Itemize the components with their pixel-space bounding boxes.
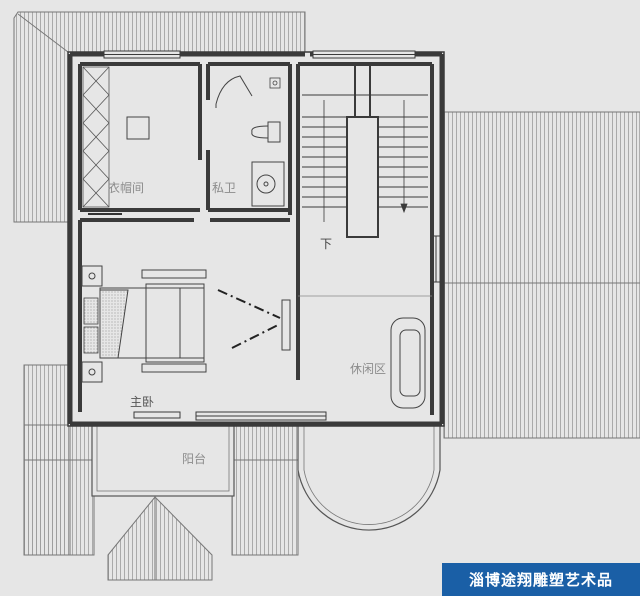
wardrobe [82,66,110,208]
leisure-area-label: 休闲区 [350,362,386,376]
headboard [141,269,207,373]
sofa-icon [390,317,426,409]
floor-slab [67,51,445,427]
interior-walls [78,62,434,415]
sink-icon [251,161,285,207]
roof-bottom-middle [231,424,299,556]
bath-door [215,75,253,108]
ceiling-light-icon [126,116,150,140]
watermark-banner: 淄博途翔雕塑艺术品 [442,563,640,596]
bed [99,283,205,363]
stairs-down-label: 下 [320,237,332,251]
pillows [83,297,99,354]
balcony-label: 阳台 [182,451,206,466]
master-bedroom-label: 主卧 [130,395,154,409]
stair-break-line [323,100,408,222]
private-bath-label: 私卫 [212,181,236,195]
floor-drain-icon [269,77,281,89]
windows [103,50,441,421]
roof-right [443,111,640,439]
nightstand-icon [81,265,103,383]
cloakroom-label: 衣帽间 [108,180,144,195]
tv-cabinet [281,299,291,351]
roof-gable-bottom [107,496,213,581]
bedroom-door-swing [217,289,281,349]
toilet-icon [251,121,281,143]
balcony [91,419,235,497]
roof-bottom-left [23,364,95,556]
curved-bay [297,425,441,531]
